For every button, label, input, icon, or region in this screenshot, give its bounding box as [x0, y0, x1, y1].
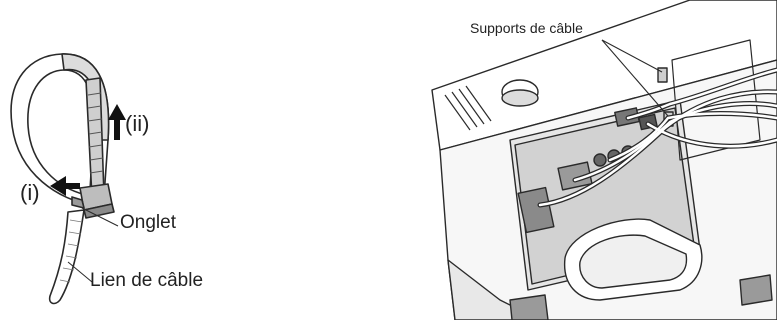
projector-rear-illustration	[432, 0, 777, 320]
step-i-label: (i)	[20, 180, 40, 206]
up-arrow-icon	[108, 104, 126, 140]
cable-holders-label: Supports de câble	[470, 20, 583, 36]
tab-label: Onglet	[120, 212, 176, 234]
step-ii-label: (ii)	[125, 111, 149, 137]
cable-tie-label: Lien de câble	[90, 270, 203, 292]
